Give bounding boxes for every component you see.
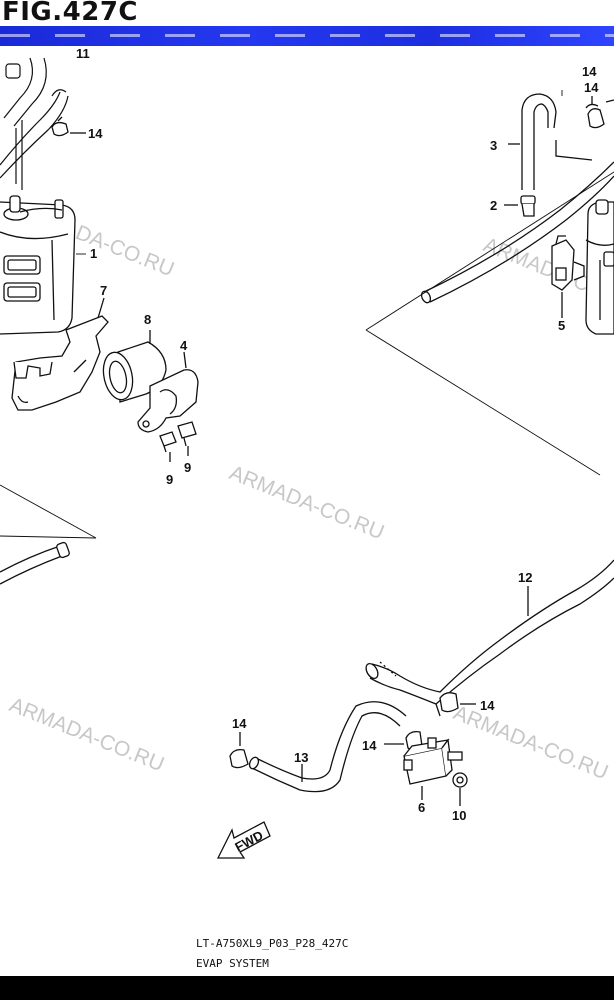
callout-14-a: 14 <box>88 126 103 141</box>
hose-3 <box>508 93 557 190</box>
callout-12: 12 <box>518 570 532 585</box>
canister-right <box>585 199 614 335</box>
callout-9a: 9 <box>166 472 173 487</box>
hose-left-lower <box>0 541 70 585</box>
clamp-14-upper-right <box>585 96 614 129</box>
clamp-14-hose12 <box>435 692 476 717</box>
callout-14-e: 14 <box>232 716 247 731</box>
leader-lines <box>76 90 563 255</box>
bolt-9b <box>177 421 197 456</box>
fitting-2 <box>504 195 536 217</box>
fwd-label: FWD <box>232 828 265 855</box>
callout-2: 2 <box>490 198 497 213</box>
callout-8: 8 <box>144 312 151 327</box>
callout-14-f: 14 <box>362 738 377 753</box>
callout-5: 5 <box>558 318 565 333</box>
callout-11: 11 <box>76 46 90 61</box>
header-bar <box>0 26 614 46</box>
hose-13 <box>248 701 407 793</box>
canister-left <box>0 195 76 335</box>
guide-lines <box>0 171 614 539</box>
solenoid-valve-6 <box>403 737 463 800</box>
hose-right-long <box>420 140 614 304</box>
figure-code: LT-A750XL9_P03_P28_427C <box>196 937 349 950</box>
clamp-14-upper-left <box>51 116 86 137</box>
callout-14-c: 14 <box>584 80 599 95</box>
watermark-4: ARMADA-CO.RU <box>6 693 167 776</box>
bracket-4 <box>137 351 199 433</box>
callout-9b: 9 <box>184 460 191 475</box>
callout-13: 13 <box>294 750 308 765</box>
callout-4: 4 <box>180 338 188 353</box>
fwd-arrow: FWD <box>216 821 271 859</box>
callout-14-d: 14 <box>480 698 495 713</box>
watermark-5: ARMADA-CO.RU <box>450 701 611 784</box>
callout-10: 10 <box>452 808 466 823</box>
callout-14-b: 14 <box>582 64 597 79</box>
callout-3: 3 <box>490 138 497 153</box>
callout-7: 7 <box>100 283 107 298</box>
clamp-14-hose13 <box>229 732 249 769</box>
nut-10 <box>452 772 468 806</box>
footer-bar <box>0 976 614 1000</box>
figure-title: FIG.427C <box>2 0 139 27</box>
watermark-3: ARMADA-CO.RU <box>226 461 387 544</box>
valve-5 <box>551 235 585 318</box>
hose-12 <box>365 559 614 705</box>
callout-6: 6 <box>418 800 425 815</box>
callouts: 1 2 3 4 5 6 7 8 9 9 10 11 12 13 14 14 14… <box>76 46 599 823</box>
bracket-7 <box>11 297 109 411</box>
hose-left-top <box>0 57 69 190</box>
callout-1: 1 <box>90 246 97 261</box>
bolt-9a <box>159 431 177 462</box>
figure-caption: EVAP SYSTEM <box>196 957 269 970</box>
watermarks: ARMADA-CO.RU ARMADA-CO.RU ARMADA-CO.RU A… <box>6 198 614 784</box>
